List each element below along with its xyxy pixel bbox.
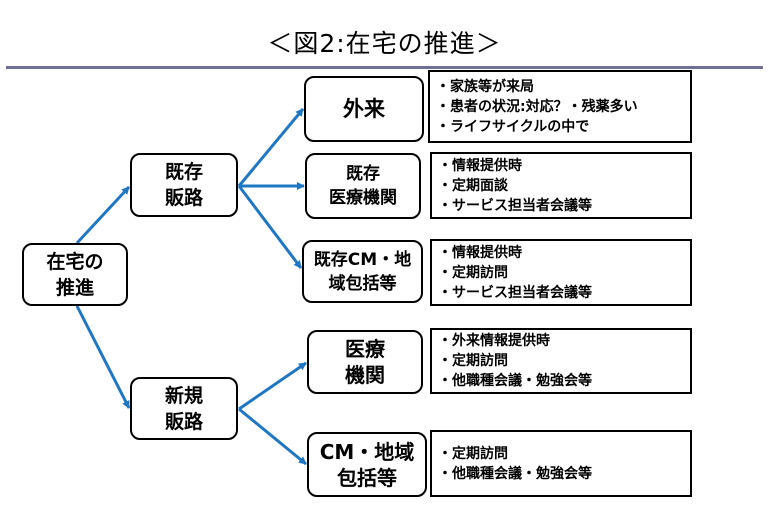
info-line: ・他職種会議・勉強会等 [438, 465, 592, 482]
node-label: 域包括等 [328, 273, 397, 294]
arrow-root-to-new [75, 305, 131, 409]
node-medical: 医療 機関 [307, 330, 423, 394]
node-cm-regional: CM・地域 包括等 [307, 432, 427, 497]
info-line: ・定期面談 [438, 177, 508, 194]
info-line: ・外来情報提供時 [438, 333, 550, 349]
info-outpatient: ・家族等が来局 ・患者の状況:対応？・残薬多い ・ライフサイクルの中で [428, 70, 692, 143]
node-existing-cm: 既存CM・地 域包括等 [302, 240, 423, 303]
node-label: 在宅の [46, 250, 104, 273]
node-label: 推進 [55, 276, 94, 299]
node-label: 既存 [346, 164, 380, 184]
arrow-root-to-existing [75, 185, 131, 245]
arrow-existing-to-outpatient [237, 108, 305, 187]
arrow-existing-to-cm [237, 185, 303, 269]
info-line: ・情報提供時 [438, 244, 522, 261]
node-label: 既存 [164, 161, 203, 183]
node-label: 外来 [343, 97, 385, 121]
info-existing-cm: ・情報提供時 ・定期訪問 ・サービス担当者会議等 [430, 239, 692, 306]
title-rule [6, 66, 763, 69]
info-line: ・サービス担当者会議等 [438, 284, 592, 301]
info-line: ・定期訪問 [438, 445, 508, 462]
node-label: 新規 [164, 384, 203, 407]
info-line: ・定期訪問 [438, 353, 508, 369]
arrow-new-to-cm [238, 407, 307, 466]
info-existing-medical: ・情報提供時 ・定期面談 ・サービス担当者会議等 [430, 152, 692, 219]
info-line: ・家族等が来局 [436, 78, 534, 95]
node-label: 機関 [345, 363, 385, 387]
info-line: ・他職種会議・勉強会等 [438, 373, 592, 389]
info-line: ・サービス担当者会議等 [438, 197, 592, 214]
info-line: ・患者の状況:対応？・残薬多い [436, 98, 638, 115]
info-line: ・ライフサイクルの中で [436, 118, 590, 135]
node-label: 医療機関 [329, 188, 397, 208]
info-cm-regional: ・定期訪問 ・他職種会議・勉強会等 [430, 430, 692, 497]
node-label: 既存CM・地 [313, 249, 412, 270]
node-label: 医療 [345, 337, 385, 361]
node-label: 販路 [164, 187, 203, 209]
figure-title: ＜図2:在宅の推進＞ [267, 29, 502, 58]
node-existing-channel: 既存 販路 [130, 153, 238, 217]
arrow-new-to-medical [238, 361, 307, 411]
node-root: 在宅の 推進 [22, 243, 128, 306]
node-label: 販路 [164, 410, 203, 433]
info-line: ・定期訪問 [438, 264, 508, 281]
info-line: ・情報提供時 [438, 157, 522, 174]
node-outpatient: 外来 [304, 76, 424, 142]
node-label: CM・地域 [319, 439, 415, 464]
info-medical: ・外来情報提供時 ・定期訪問 ・他職種会議・勉強会等 [430, 328, 692, 394]
node-label: 包括等 [337, 465, 397, 490]
node-existing-medical: 既存 医療機関 [305, 153, 421, 219]
node-new-channel: 新規 販路 [130, 377, 238, 440]
